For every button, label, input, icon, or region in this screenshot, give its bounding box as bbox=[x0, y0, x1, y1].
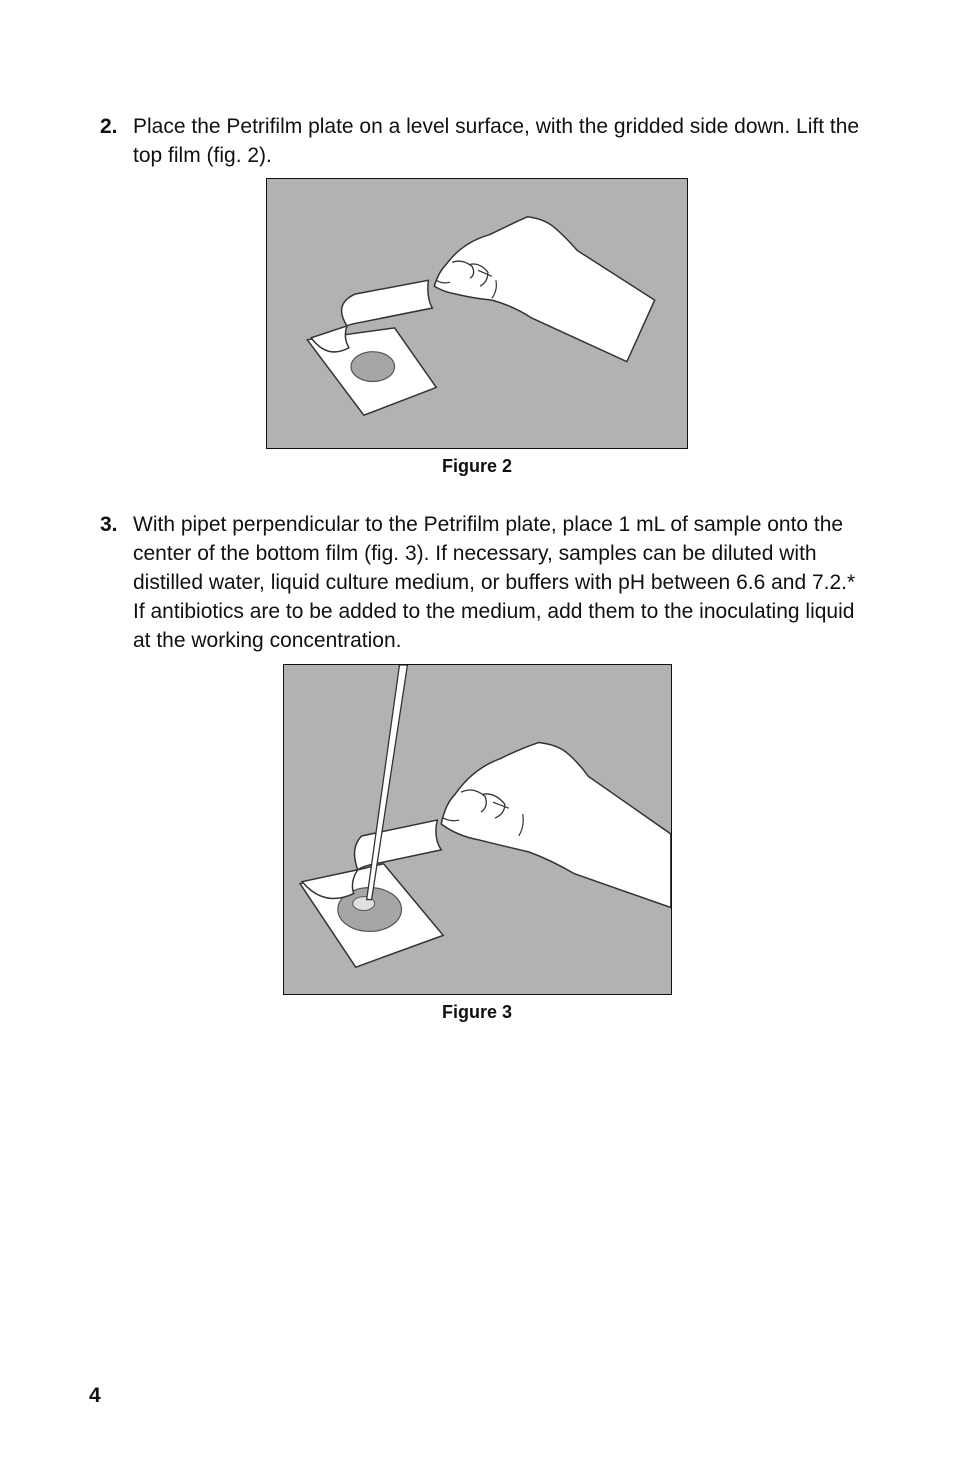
figure-2-illustration bbox=[266, 178, 688, 449]
lift-top-film-illustration bbox=[305, 215, 656, 417]
step-number: 3. bbox=[100, 513, 118, 536]
figure-3-illustration bbox=[283, 664, 672, 995]
step-2: 2. Place the Petrifilm plate on a level … bbox=[100, 112, 870, 170]
figure-2-caption: Figure 2 bbox=[441, 456, 512, 476]
step-text: With pipet perpendicular to the Petrifil… bbox=[133, 513, 856, 652]
step-number: 2. bbox=[100, 115, 118, 138]
step-text: Place the Petrifilm plate on a level sur… bbox=[133, 115, 860, 167]
pipet-inoculation-illustration bbox=[298, 665, 671, 969]
figure-3-caption: Figure 3 bbox=[441, 1002, 512, 1022]
page-number: 4 bbox=[89, 1384, 101, 1407]
step-3: 3. With pipet perpendicular to the Petri… bbox=[100, 510, 870, 655]
